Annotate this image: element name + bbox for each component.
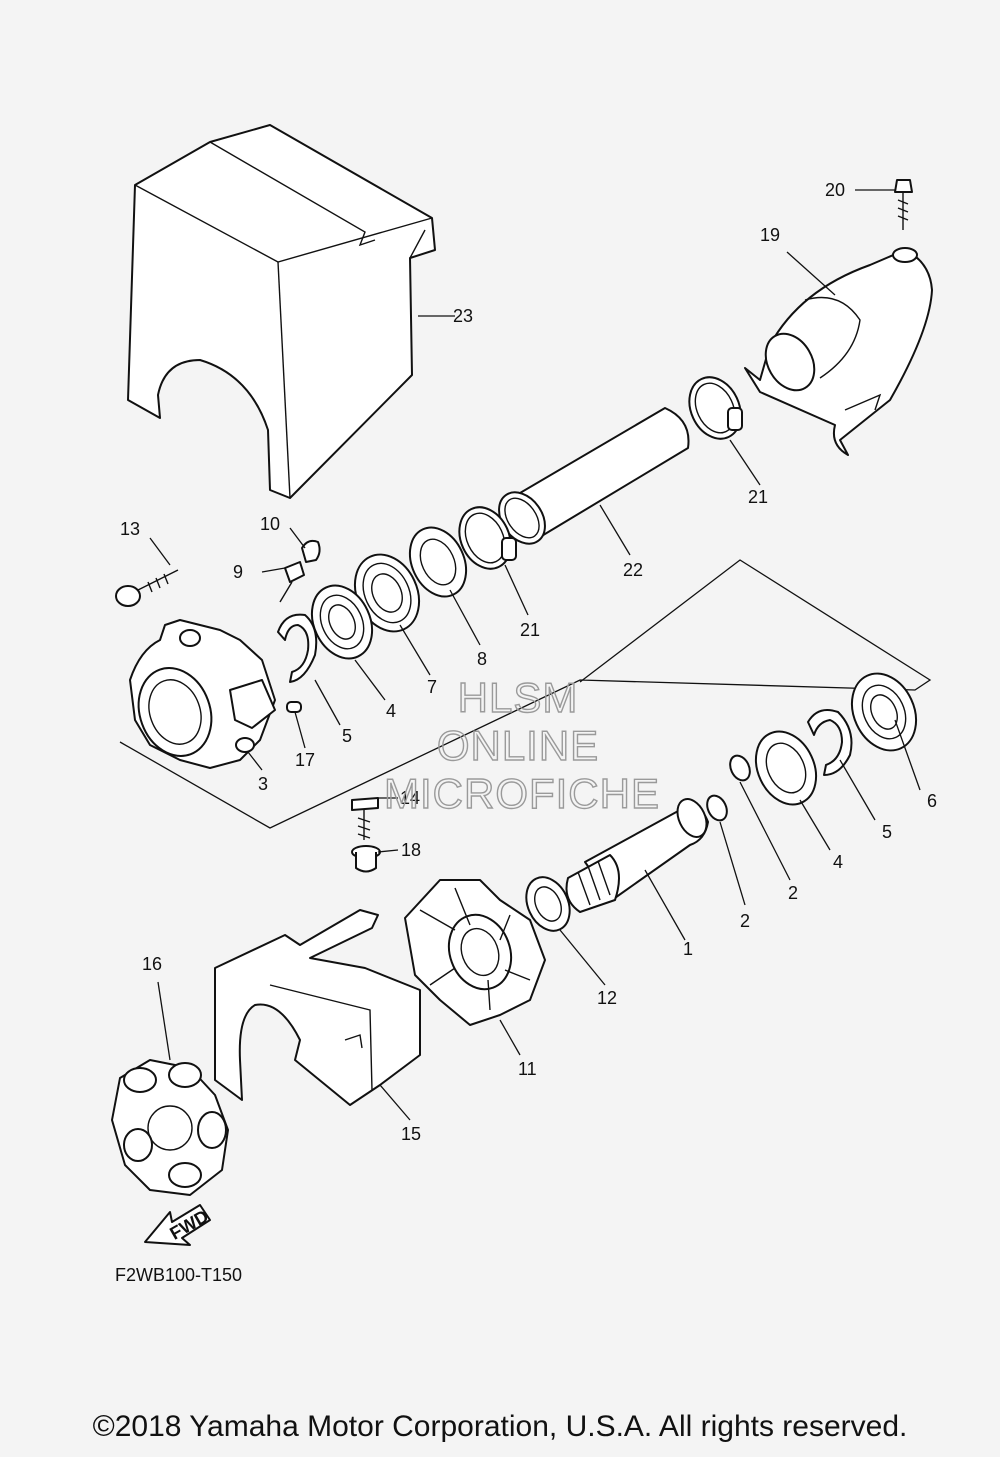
part-labels: 1 2 2 3 4 4 5 5 6 7 8 9 10 11 12 13 14 1…	[120, 180, 937, 1144]
figure-code: F2WB100-T150	[115, 1265, 242, 1285]
part-13-bolt	[115, 569, 179, 607]
part-4-bearing-lower	[754, 730, 818, 806]
label-4-a: 4	[386, 701, 396, 721]
label-11: 11	[518, 1059, 537, 1079]
leader-lines	[149, 189, 921, 1121]
part-5-circlip-lower	[807, 709, 853, 776]
part-2-o-ring-left	[706, 794, 728, 822]
watermark: HLSM ONLINE MICROFICHE	[383, 673, 660, 817]
group-outline	[119, 559, 932, 829]
part-21-clamp-lower	[458, 506, 517, 570]
label-19: 19	[760, 225, 780, 245]
watermark-line1: HLSM	[458, 674, 579, 721]
label-17: 17	[295, 750, 315, 770]
label-15: 15	[401, 1124, 421, 1144]
part-12-ring	[525, 876, 571, 932]
part-19-nozzle	[744, 247, 933, 456]
part-15-duct	[214, 909, 421, 1106]
label-20: 20	[825, 180, 845, 200]
part-5-circlip-upper	[277, 613, 318, 683]
part-21-clamp-upper	[688, 376, 743, 440]
part-1-shaft	[565, 798, 709, 913]
label-23: 23	[453, 306, 473, 326]
part-20-bolt	[894, 179, 913, 230]
label-5-a: 5	[342, 726, 352, 746]
watermark-line3: MICROFICHE	[384, 770, 660, 817]
label-18: 18	[401, 840, 421, 860]
label-12: 12	[597, 988, 617, 1008]
part-23-cover	[127, 124, 436, 499]
label-2-b: 2	[788, 883, 798, 903]
label-22: 22	[623, 560, 643, 580]
label-21-b: 21	[520, 620, 540, 640]
part-9-grease-nipple	[279, 561, 305, 603]
part-4-bearing-upper	[310, 584, 374, 660]
part-6-bearing	[850, 672, 918, 752]
label-1: 1	[683, 939, 693, 959]
label-9: 9	[233, 562, 243, 582]
part-14-bolt	[351, 797, 379, 840]
label-7: 7	[427, 677, 437, 697]
part-22-hose	[498, 407, 690, 545]
label-16: 16	[142, 954, 162, 974]
part-16-rubber-damper	[111, 1059, 229, 1196]
part-11-impeller	[404, 879, 546, 1026]
watermark-line2: ONLINE	[437, 722, 599, 769]
fwd-arrow: FWD	[144, 1204, 212, 1246]
label-3: 3	[258, 774, 268, 794]
label-6: 6	[927, 791, 937, 811]
label-2-a: 2	[740, 911, 750, 931]
part-3-housing	[129, 619, 276, 769]
label-4-b: 4	[833, 852, 843, 872]
label-10: 10	[260, 514, 280, 534]
label-8: 8	[477, 649, 487, 669]
copyright-notice: ©2018 Yamaha Motor Corporation, U.S.A. A…	[92, 1410, 908, 1443]
label-5-b: 5	[882, 822, 892, 842]
label-21-a: 21	[748, 487, 768, 507]
part-2-o-ring-right	[729, 754, 751, 782]
part-10-cap	[301, 539, 321, 563]
part-18-collar	[351, 845, 381, 873]
part-17-pin	[286, 701, 302, 713]
label-13: 13	[120, 519, 140, 539]
label-14: 14	[400, 788, 420, 808]
